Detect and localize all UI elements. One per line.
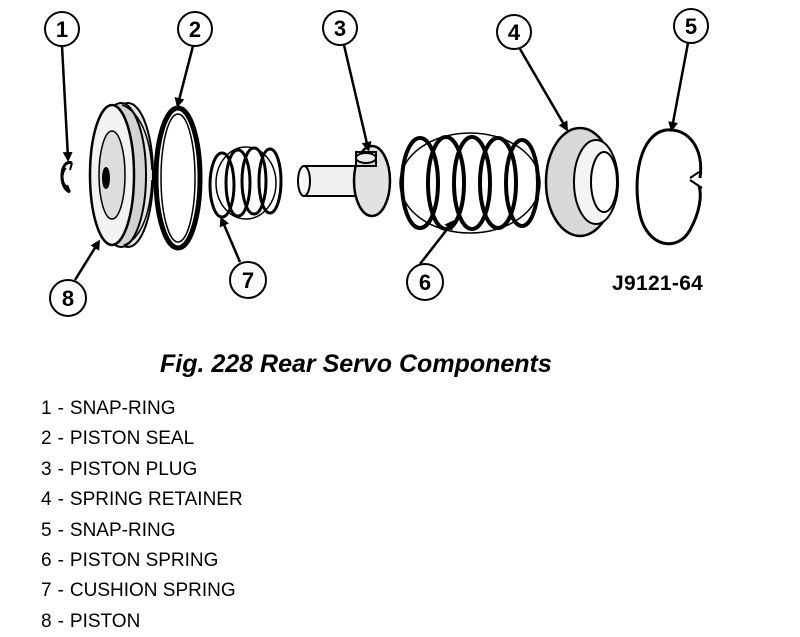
callout-1: 1 xyxy=(44,11,80,47)
part-piston xyxy=(88,102,154,248)
legend-label: PISTON PLUG xyxy=(69,458,198,480)
legend-number: 1 xyxy=(41,398,52,419)
leader-lines xyxy=(60,42,690,281)
svg-text:5: 5 xyxy=(685,14,697,39)
leader-6 xyxy=(419,219,455,265)
legend-item: 8-PISTON xyxy=(41,607,243,637)
legend-separator: - xyxy=(57,519,64,541)
svg-text:1: 1 xyxy=(56,17,68,42)
legend-label: SNAP-RING xyxy=(69,398,176,419)
leader-5 xyxy=(668,42,690,132)
callout-5: 5 xyxy=(673,8,709,44)
legend-item: 3-PISTON PLUG xyxy=(41,455,243,485)
legend-item: 4-SPRING RETAINER xyxy=(41,485,243,515)
leader-1 xyxy=(60,45,73,162)
legend-number: 2 xyxy=(41,428,52,450)
legend-label: PISTON SPRING xyxy=(69,549,219,571)
legend-separator: - xyxy=(57,428,64,450)
legend-item: 7-CUSHION SPRING xyxy=(41,576,243,606)
svg-text:2: 2 xyxy=(189,17,201,42)
exploded-view-illustration: 1 2 3 4 5 6 7 8 xyxy=(44,8,709,317)
figure-code: J9121-64 xyxy=(612,272,704,295)
part-piston-plug xyxy=(297,144,392,218)
legend-label: SNAP-RING xyxy=(69,519,176,541)
part-cushion-spring xyxy=(208,146,283,220)
legend-item: 2-PISTON SEAL xyxy=(41,424,243,454)
figure-caption: Fig. 228 Rear Servo Components xyxy=(160,350,552,378)
callout-7: 7 xyxy=(229,261,267,299)
svg-text:8: 8 xyxy=(62,286,74,311)
legend-item: 1-SNAP-RING xyxy=(41,394,243,424)
leader-4 xyxy=(518,48,569,132)
svg-text:4: 4 xyxy=(508,20,521,45)
callout-3: 3 xyxy=(322,10,358,46)
leader-7 xyxy=(219,216,242,263)
part-spring-retainer xyxy=(544,126,619,238)
svg-text:3: 3 xyxy=(334,16,346,41)
callout-4: 4 xyxy=(496,14,532,50)
leader-8 xyxy=(73,239,101,281)
servo-parts-drawing: 1 2 3 4 5 6 7 8 xyxy=(44,8,709,317)
legend-separator: - xyxy=(57,580,64,602)
svg-text:6: 6 xyxy=(419,270,431,295)
legend-separator: - xyxy=(57,458,64,480)
legend-label: PISTON SEAL xyxy=(69,428,195,450)
part-piston-spring xyxy=(399,132,541,234)
legend-number: 4 xyxy=(41,489,52,511)
legend-number: 8 xyxy=(41,610,52,632)
callout-2: 2 xyxy=(177,11,213,47)
legend-number: 3 xyxy=(41,458,52,480)
legend-label: SPRING RETAINER xyxy=(69,489,243,511)
legend-separator: - xyxy=(57,610,64,632)
legend-item: 6-PISTON SPRING xyxy=(41,546,243,576)
part-piston-seal xyxy=(153,105,203,251)
legend-item: 5-SNAP-RING xyxy=(41,516,243,546)
legend-separator: - xyxy=(57,398,64,419)
svg-text:7: 7 xyxy=(242,268,254,293)
leader-2 xyxy=(174,45,195,108)
leader-3 xyxy=(342,44,372,152)
part-snap-ring-large xyxy=(635,128,703,246)
legend-separator: - xyxy=(57,549,64,571)
legend-label: PISTON xyxy=(69,610,141,632)
callout-8: 8 xyxy=(49,279,87,317)
callout-6: 6 xyxy=(406,263,444,301)
legend-number: 6 xyxy=(41,549,52,571)
legend-separator: - xyxy=(57,489,64,511)
legend-label: CUSHION SPRING xyxy=(69,580,236,602)
part-snap-ring-small xyxy=(60,161,73,194)
legend-number: 7 xyxy=(41,580,52,602)
legend-number: 5 xyxy=(41,519,52,541)
